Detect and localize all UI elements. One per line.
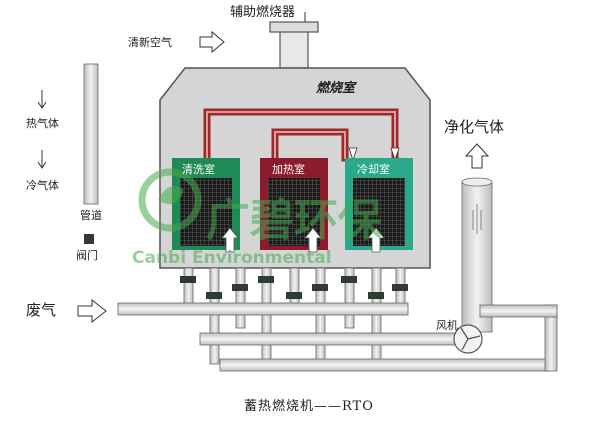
chamber-mid-label: 加热室	[272, 163, 305, 176]
watermark-en: Canbi Environmental	[132, 248, 332, 268]
fresh-air-label: 清新空气	[128, 36, 172, 49]
arrow-right-icon	[77, 298, 107, 324]
fan-label: 风机	[436, 319, 458, 332]
watermark-cn: 广碧环保	[206, 195, 382, 246]
duct-legend	[83, 63, 99, 205]
valve-icon	[84, 234, 408, 299]
aux-burner-label: 辅助燃烧器	[230, 5, 296, 20]
chamber-mid	[260, 158, 328, 250]
cold-gas-label: 冷气体	[26, 179, 59, 192]
watermark-logo-icon	[138, 168, 202, 232]
duct-label: 管道	[80, 209, 102, 222]
arrow-down-icon	[37, 90, 47, 109]
arrow-down-icon	[348, 147, 358, 162]
arrow-down-icon	[390, 147, 400, 162]
arrow-right-icon	[199, 30, 225, 54]
arrow-up-icon	[464, 143, 490, 169]
fan-icon	[453, 324, 483, 354]
arrow-down-icon	[37, 150, 47, 169]
valve-label: 阀门	[76, 249, 98, 262]
arrow-up-icon	[221, 227, 385, 253]
manifolds	[117, 302, 551, 372]
hot-gas-label: 热气体	[26, 117, 59, 130]
chamber-right-label: 冷却室	[357, 163, 390, 176]
waste-gas-label: 废气	[26, 301, 57, 319]
drop-pipes	[183, 267, 406, 365]
clean-gas-label: 净化气体	[444, 118, 505, 136]
diagram-caption: 蓄热燃烧机——RTO	[244, 399, 374, 414]
chamber-left-label: 清洗室	[182, 163, 215, 176]
combustion-chamber-label: 燃烧室	[316, 81, 356, 96]
hot-gas-pipes	[203, 108, 399, 162]
